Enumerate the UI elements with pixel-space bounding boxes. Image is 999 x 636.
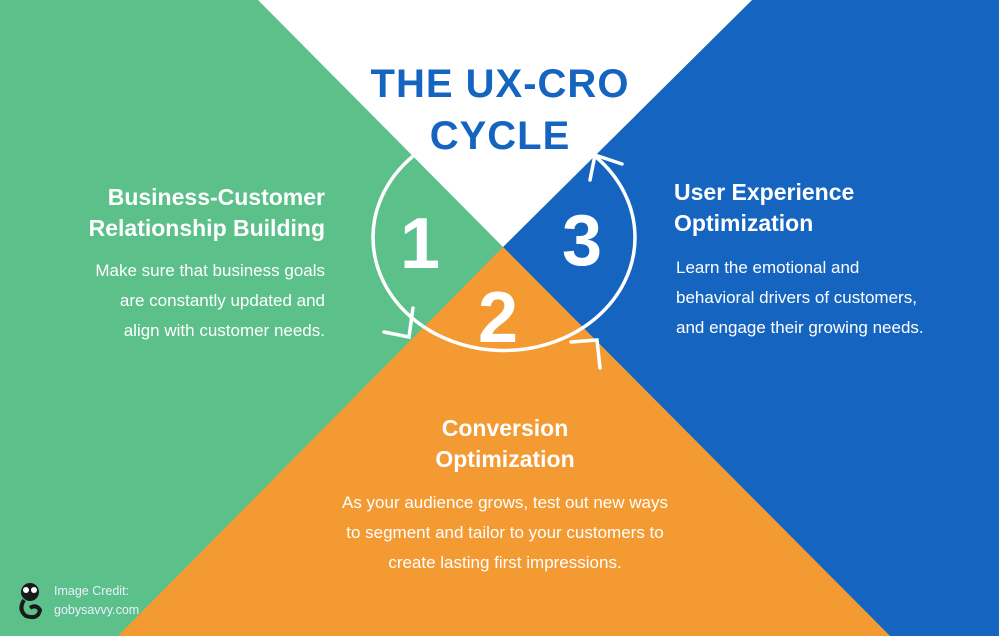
step-1-text: Business-Customer Relationship Building … <box>89 182 325 346</box>
arrow-down-left-icon <box>382 306 415 340</box>
heading-line: User Experience <box>674 179 855 205</box>
title-line-2: CYCLE <box>429 114 571 158</box>
step-3-number: 3 <box>562 201 603 281</box>
heading-line: Optimization <box>435 446 575 472</box>
title-line-1: THE UX-CRO <box>370 62 630 106</box>
heading-line: Business-Customer <box>107 184 325 210</box>
arrow-up-right-icon <box>588 152 624 182</box>
cycle-circle <box>371 152 637 370</box>
step-2-body: As your audience grows, test out new way… <box>255 488 755 578</box>
page-title: THE UX-CRO CYCLE <box>250 58 750 162</box>
body-line: and engage their growing needs. <box>676 318 924 337</box>
white-region <box>258 0 752 247</box>
step-2-text: Conversion Optimization As your audience… <box>255 413 755 578</box>
heading-line: Optimization <box>674 210 814 236</box>
body-line: As your audience grows, test out new way… <box>342 493 668 512</box>
body-line: align with customer needs. <box>123 321 325 340</box>
body-line: are constantly updated and <box>119 291 325 310</box>
step-1-body: Make sure that business goals are consta… <box>89 256 325 346</box>
body-line: to segment and tailor to your customers … <box>346 523 664 542</box>
image-credit: Image Credit: gobysavvy.com <box>54 582 139 620</box>
heading-line: Conversion <box>441 415 569 441</box>
body-line: create lasting first impressions. <box>388 553 622 572</box>
goby-mascot-logo-icon <box>19 583 43 620</box>
credit-label: Image Credit: <box>54 584 130 598</box>
orange-region <box>118 247 890 636</box>
step-2-number: 2 <box>478 278 519 358</box>
step-3-body: Learn the emotional and behavioral drive… <box>676 253 924 343</box>
step-1-heading: Business-Customer Relationship Building <box>89 182 325 244</box>
credit-link[interactable]: gobysavvy.com <box>54 603 140 617</box>
body-line: Learn the emotional and <box>676 258 860 277</box>
heading-line: Relationship Building <box>88 215 325 241</box>
body-line: behavioral drivers of customers, <box>676 288 917 307</box>
step-3-text: User Experience Optimization Learn the e… <box>674 177 924 343</box>
step-3-heading: User Experience Optimization <box>674 177 924 239</box>
step-1-number: 1 <box>400 204 441 284</box>
blue-region <box>503 0 999 636</box>
step-2-heading: Conversion Optimization <box>255 413 755 475</box>
arrow-right-icon <box>569 338 602 370</box>
body-line: Make sure that business goals <box>95 261 325 280</box>
